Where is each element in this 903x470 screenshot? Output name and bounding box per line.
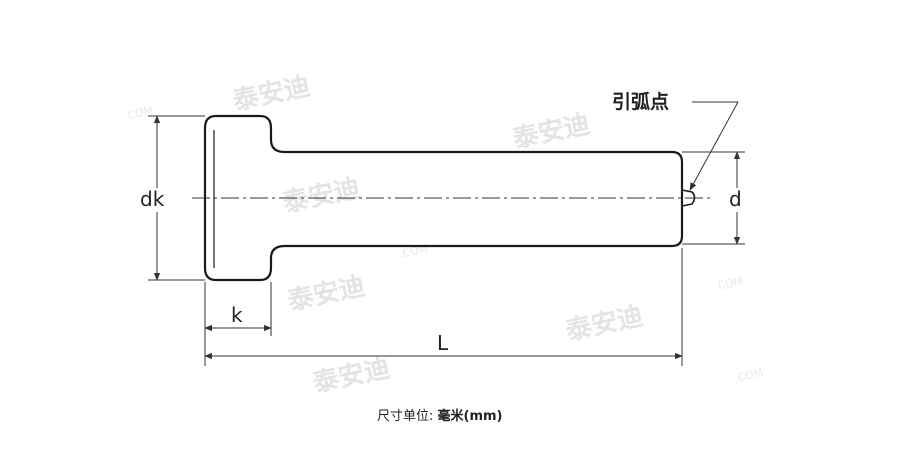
unit-caption-unit: 毫米(mm) xyxy=(438,408,503,424)
watermark-text: 泰安迪 xyxy=(230,71,313,117)
dimension-d: d xyxy=(729,151,742,245)
label-k: k xyxy=(231,303,243,327)
label-d: d xyxy=(729,187,742,211)
watermark-domain: .COM xyxy=(713,274,744,293)
watermark-text: 泰安迪 xyxy=(563,301,646,347)
watermark-layer: 泰安迪 泰安迪 泰安迪 泰安迪 泰安迪 泰安迪 .COM .COM .COM .… xyxy=(123,71,764,399)
watermark-domain: .COM xyxy=(733,366,764,385)
dimension-L: L xyxy=(204,331,683,360)
dimension-k: k xyxy=(204,303,272,332)
watermark-text: 泰安迪 xyxy=(510,109,593,155)
unit-caption: 尺寸单位: 毫米(mm) xyxy=(377,408,503,424)
label-L: L xyxy=(437,331,449,355)
watermark-domain: .COM xyxy=(123,104,154,123)
watermark-text: 泰安迪 xyxy=(285,271,368,317)
stud-head xyxy=(203,114,684,282)
label-arc-point: 引弧点 xyxy=(612,90,669,113)
callout-arc-point: 引弧点 xyxy=(612,90,739,191)
dimension-dk: dk xyxy=(140,115,165,281)
unit-caption-prefix: 尺寸单位: xyxy=(377,409,438,424)
label-dk: dk xyxy=(140,187,165,211)
watermark-text: 泰安迪 xyxy=(280,173,363,219)
watermark-text: 泰安迪 xyxy=(310,353,393,399)
